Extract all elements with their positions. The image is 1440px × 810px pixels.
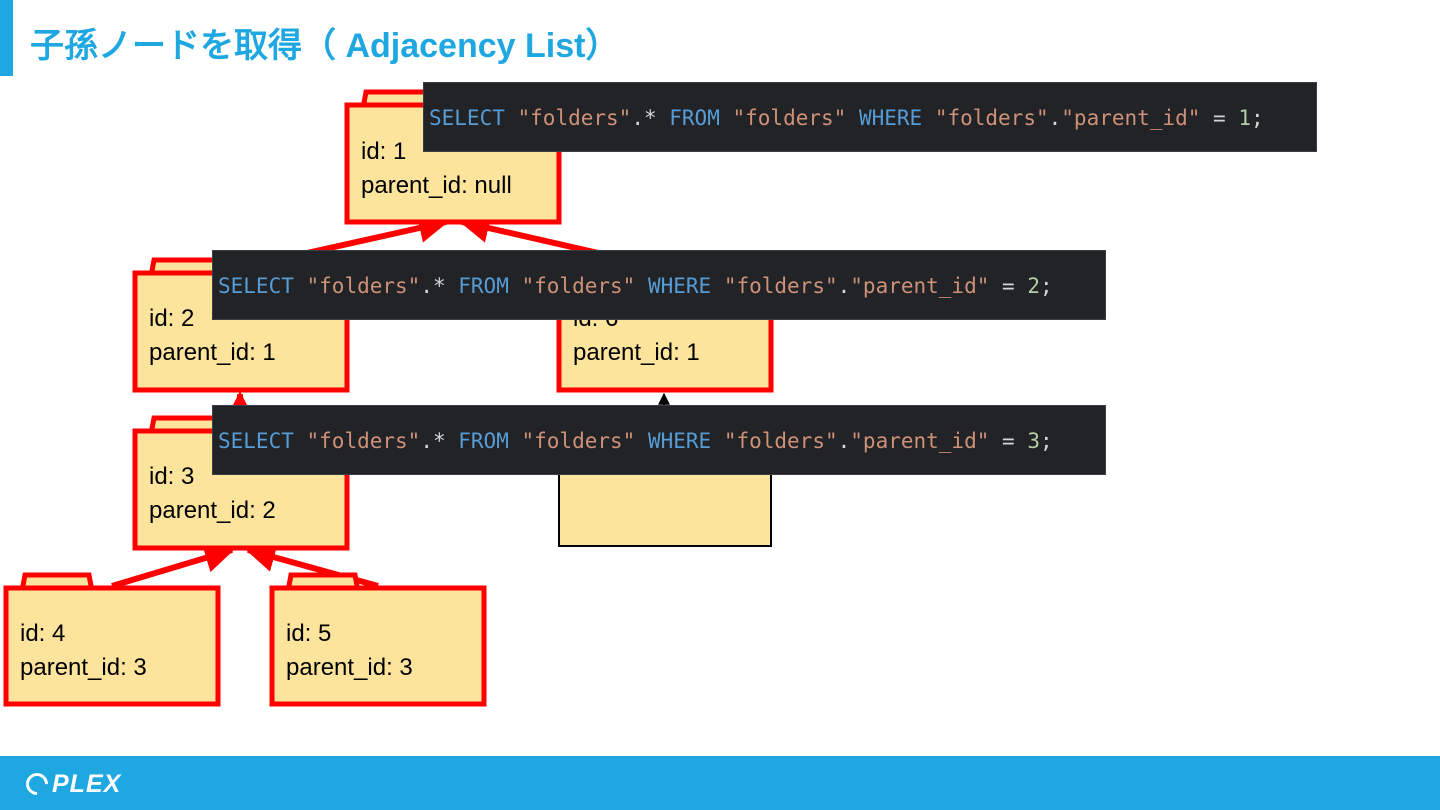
sql-string: "folders" [732, 106, 847, 130]
sql-operator: ; [1039, 429, 1053, 453]
sql-operator: ; [1250, 106, 1264, 130]
sql-keyword: SELECT [218, 274, 294, 298]
sql-string: "folders" [723, 429, 838, 453]
plex-logo-mark-icon [21, 768, 53, 800]
footer-bar: PLEX [0, 756, 1440, 810]
sql-string: "folders" [521, 429, 636, 453]
node-id-label: id: 5 [286, 620, 331, 647]
node-id-label: id: 2 [149, 305, 194, 332]
sql-string: "folders" [306, 274, 421, 298]
sql-operator: . [1048, 106, 1062, 130]
sql-string: "parent_id" [850, 274, 990, 298]
sql-number: 2 [1027, 274, 1040, 298]
sql-string: "parent_id" [850, 429, 990, 453]
plex-logo-text: PLEX [52, 769, 122, 798]
sql-number: 3 [1027, 429, 1040, 453]
node-parent-label: parent_id: 1 [573, 339, 700, 366]
folder-node-1: id: 1 parent_id: null [344, 89, 562, 225]
sql-query-3: SELECT "folders".* FROM "folders" WHERE … [212, 405, 1106, 475]
node-parent-label: parent_id: null [361, 172, 512, 199]
node-parent-label: parent_id: 3 [20, 654, 147, 681]
node-id-label: id: 4 [20, 620, 65, 647]
sql-operator: .* [631, 106, 657, 130]
sql-operator: = [1002, 274, 1015, 298]
sql-keyword: SELECT [218, 429, 294, 453]
folder-tree-diagram: id: 1 parent_id: null id: 2 parent_id: 1… [3, 89, 774, 707]
node-parent-label: parent_id: 3 [286, 654, 413, 681]
sql-keyword: WHERE [647, 429, 712, 453]
plex-logo: PLEX [21, 768, 122, 800]
sql-operator: .* [420, 429, 446, 453]
sql-operator: . [837, 274, 851, 298]
sql-operator: ; [1039, 274, 1053, 298]
sql-string: "folders" [521, 274, 636, 298]
node-parent-label: parent_id: 2 [149, 497, 276, 524]
folder-body [3, 585, 221, 707]
node-id-label: id: 1 [361, 138, 406, 165]
sql-query-2: SELECT "folders".* FROM "folders" WHERE … [212, 250, 1106, 320]
slide-title: 子孫ノードを取得（ Adjacency List） [30, 27, 620, 65]
node-parent-label: parent_id: 1 [149, 339, 276, 366]
folder-body [269, 585, 487, 707]
sql-string: "folders" [306, 429, 421, 453]
sql-operator: = [1213, 106, 1226, 130]
sql-keyword: WHERE [858, 106, 923, 130]
sql-string: "folders" [723, 274, 838, 298]
sql-number: 1 [1238, 106, 1251, 130]
sql-operator: .* [420, 274, 446, 298]
sql-keyword: SELECT [429, 106, 505, 130]
sql-keyword: FROM [458, 429, 509, 453]
sql-string: "folders" [517, 106, 632, 130]
sql-operator: . [837, 429, 851, 453]
sql-keyword: FROM [669, 106, 720, 130]
sql-operator: = [1002, 429, 1015, 453]
edge-4-to-3 [111, 543, 235, 589]
sql-query-1: SELECT "folders".* FROM "folders" WHERE … [423, 82, 1317, 152]
sql-keyword: FROM [458, 274, 509, 298]
folder-node-4: id: 4 parent_id: 3 [3, 572, 221, 707]
title-accent-bar [0, 0, 13, 76]
node-id-label: id: 3 [149, 463, 194, 490]
sql-string: "folders" [934, 106, 1049, 130]
sql-keyword: WHERE [647, 274, 712, 298]
folder-node-5: id: 5 parent_id: 3 [269, 572, 487, 707]
sql-string: "parent_id" [1061, 106, 1201, 130]
